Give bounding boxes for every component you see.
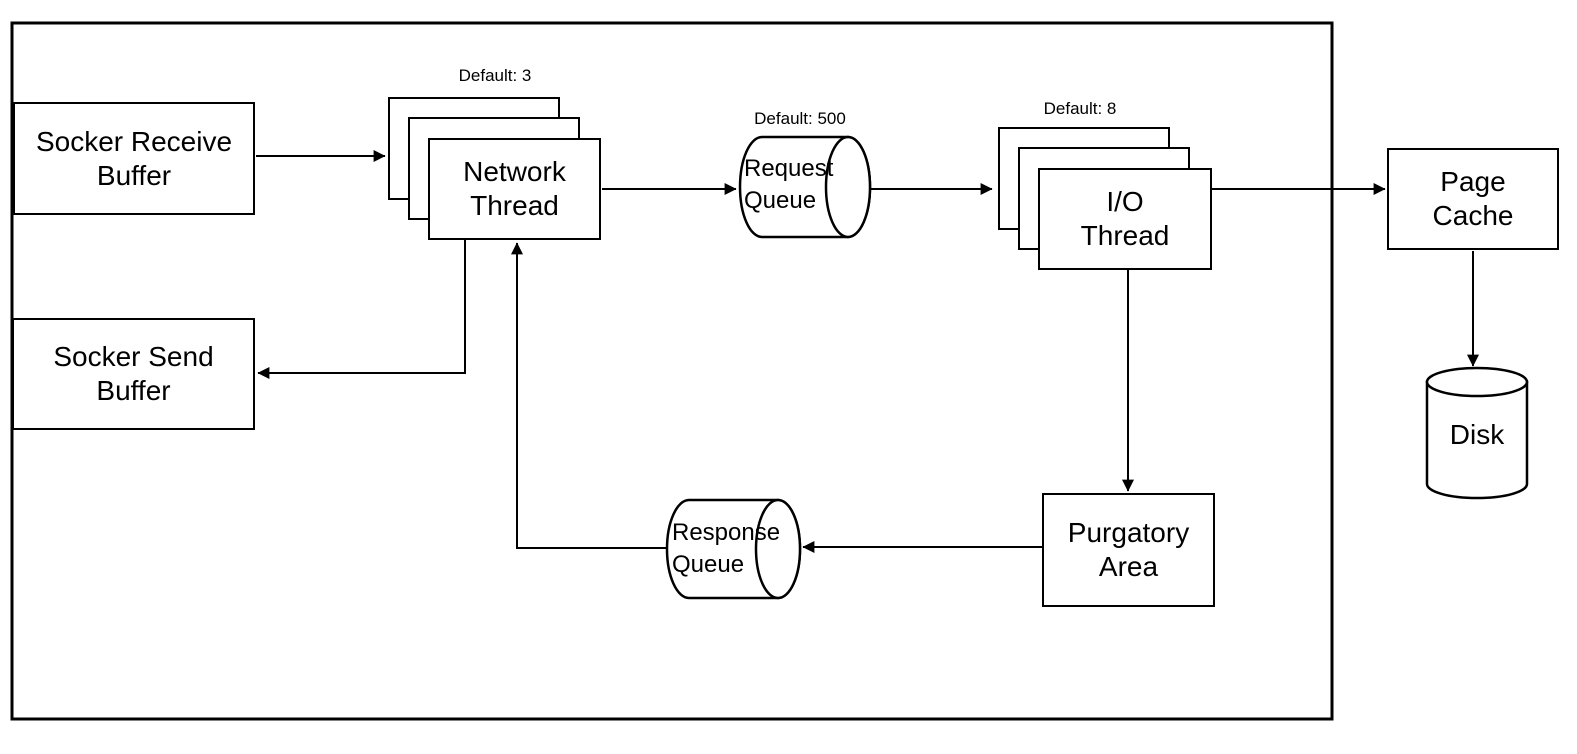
arrow-response-queue-to-network-thread [511, 242, 667, 549]
socket-send-buffer-label: Socker Send Buffer [53, 341, 214, 406]
disk-cylinder [1425, 366, 1529, 500]
network-thread-box: Network Thread [428, 138, 601, 240]
network-thread-default-count-label: Default: 3 [458, 66, 532, 85]
request-queue-label: Request Queue [744, 155, 834, 214]
socket-receive-buffer-label: Socker Receive Buffer [35, 125, 233, 191]
network-thread-label: Network Thread [463, 156, 566, 221]
socket-send-buffer-box: Socker Send Buffer [12, 318, 255, 430]
request-queue-default-count-label: Default: 500 [754, 109, 846, 128]
io-thread-label: I/O Thread [1080, 186, 1170, 251]
purgatory-area-label: Purgatory Area [1067, 517, 1190, 582]
page-cache-label: Page Cache [1432, 166, 1514, 231]
io-thread-default-count-label: Default: 8 [1043, 99, 1117, 118]
io-thread-box: I/O Thread [1038, 168, 1212, 270]
response-queue-label: Response Queue [672, 519, 781, 578]
socket-receive-buffer-box: Socker Receive Buffer [13, 102, 255, 215]
response-queue-cylinder [665, 498, 802, 600]
purgatory-area-box: Purgatory Area [1042, 493, 1215, 607]
arrow-network-thread-to-send-buffer [257, 240, 466, 379]
disk-label: Disk [1449, 419, 1505, 450]
page-cache-box: Page Cache [1387, 148, 1559, 250]
request-queue-cylinder [738, 135, 872, 239]
